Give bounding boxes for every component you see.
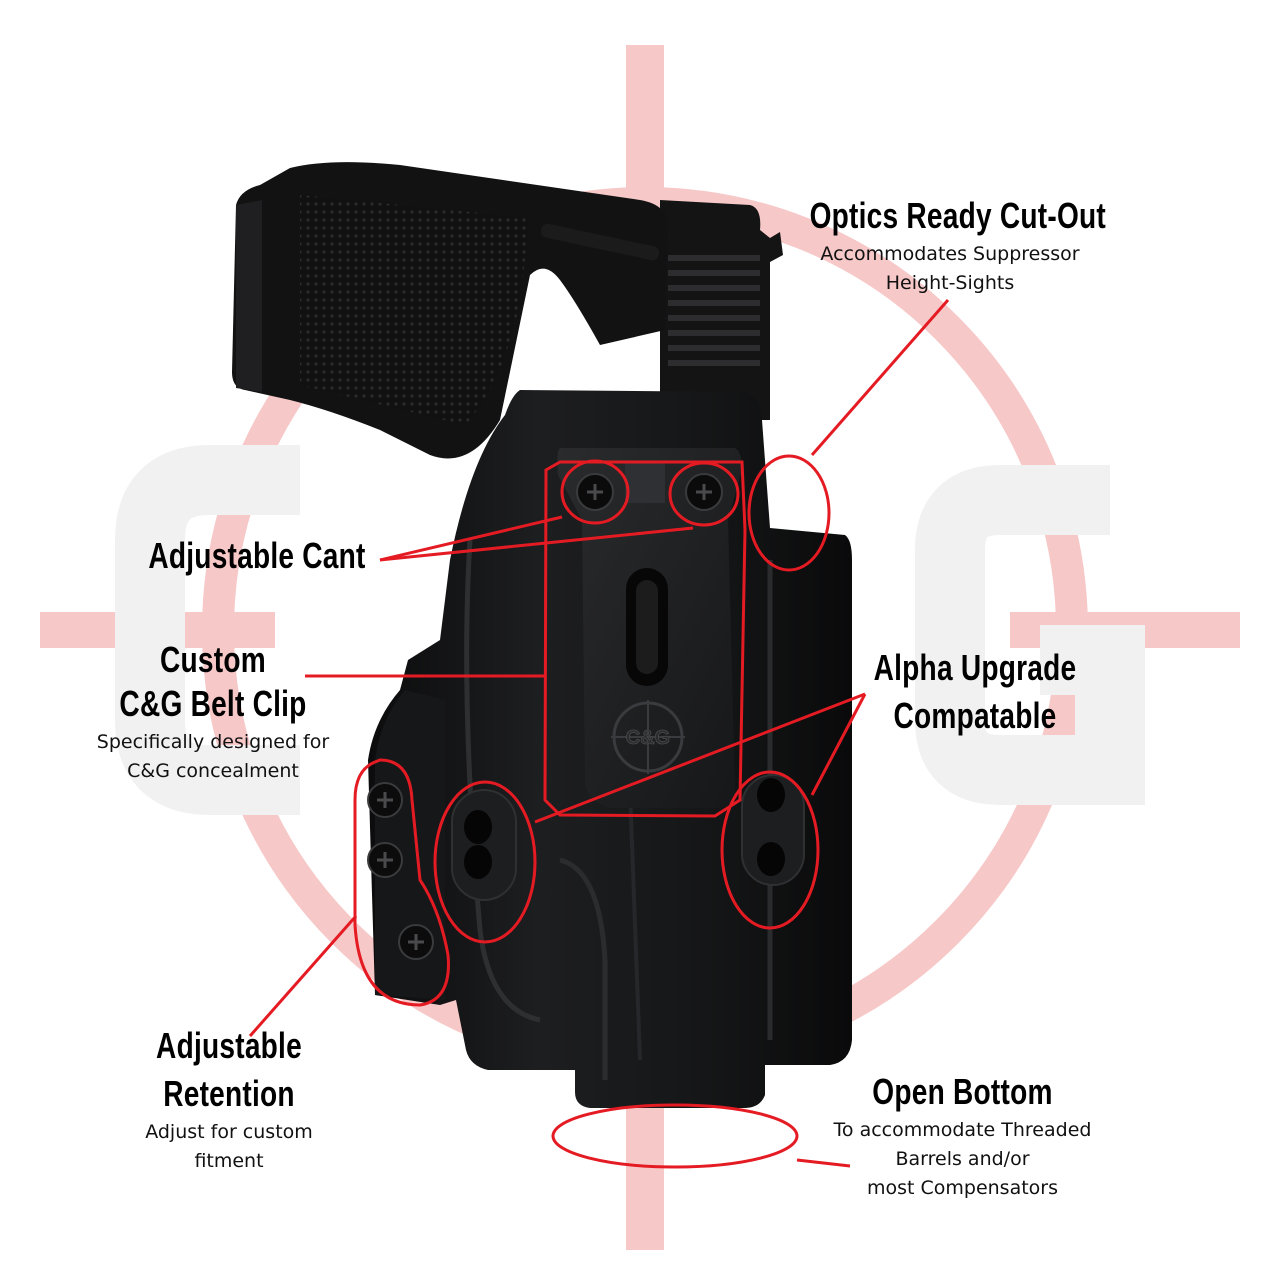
cross-icon: [377, 792, 393, 808]
clip-logo-text: C&G: [626, 727, 670, 749]
callout-title: Open Bottom: [872, 1071, 1053, 1112]
leader-cant-1: [379, 515, 563, 562]
callout-desc-line: fitment: [194, 1150, 264, 1172]
trigger-guard-edge: [540, 223, 660, 261]
alpha-mount-holes: [451, 774, 805, 901]
callout-title: Optics Ready Cut-Out: [809, 195, 1107, 236]
cross-icon: [408, 934, 424, 950]
leader-retention: [248, 915, 358, 1037]
callout-desc-line: Adjust for custom: [145, 1121, 313, 1143]
highlight-retention: [353, 758, 450, 1007]
watermark-letter-g: [915, 465, 1145, 805]
highlight-mount-left: [433, 780, 537, 944]
highlight-mount-right: [720, 770, 820, 930]
callout-optics-ready: Optics Ready Cut-Out Accommodates Suppre…: [770, 192, 1130, 298]
cross-icon: [587, 484, 603, 500]
feature-highlights: [248, 299, 950, 1169]
clip-logo-emblem: C&G: [611, 700, 685, 774]
leader-optics: [810, 299, 950, 456]
grip-texture: [300, 195, 530, 425]
callout-title: Alpha Upgrade: [873, 647, 1077, 688]
leader-alpha-1: [534, 692, 866, 824]
callout-title: Retention: [163, 1073, 295, 1114]
watermark-letter-c: [115, 445, 300, 815]
cross-icon: [377, 852, 393, 868]
retention-flange: [375, 690, 445, 1000]
callout-belt-clip: Custom C&G Belt Clip Specifically design…: [68, 636, 358, 786]
callout-desc-line: Barrels and/or: [895, 1148, 1030, 1170]
clip-badge: [625, 463, 665, 503]
mount-hole: [757, 778, 785, 812]
highlight-optics-cutout: [747, 454, 831, 572]
callout-adjustable-cant: Adjustable Cant: [112, 532, 402, 580]
slide-serrations: [668, 255, 760, 366]
mount-hole: [464, 845, 492, 879]
callout-desc-line: To accommodate Threaded: [833, 1119, 1092, 1141]
light-housing: [559, 857, 608, 1080]
callout-open-bottom: Open Bottom To accommodate Threaded Barr…: [800, 1068, 1125, 1203]
clip-slot-inner: [636, 580, 658, 674]
leader-open-bottom: [796, 1158, 851, 1168]
highlight-open-bottom: [551, 1103, 799, 1169]
callout-desc-line: most Compensators: [866, 1177, 1059, 1199]
highlight-belt-clip: [543, 460, 747, 818]
mount-hole: [464, 810, 492, 844]
mount-hole: [757, 842, 785, 876]
callout-desc-line: C&G concealment: [127, 760, 299, 782]
leader-cant-2: [379, 526, 694, 562]
callout-title: C&G Belt Clip: [119, 683, 307, 724]
callout-title: Adjustable: [156, 1025, 302, 1066]
holster-ridge-center: [628, 789, 642, 1061]
callout-title: Adjustable Cant: [148, 535, 366, 576]
pistol: [232, 162, 783, 459]
callout-alpha-upgrade: Alpha Upgrade Compatable: [830, 644, 1120, 740]
callout-desc-line: Height-Sights: [885, 272, 1015, 294]
callout-adjustable-retention: Adjustable Retention Adjust for custom f…: [84, 1022, 374, 1176]
mount-pad-left: [451, 789, 517, 901]
callout-desc-line: Accommodates Suppressor: [820, 243, 1080, 265]
cross-icon: [696, 484, 712, 500]
callout-title: Compatable: [893, 695, 1057, 736]
magazine-base: [236, 200, 262, 392]
leader-alpha-2: [810, 693, 867, 796]
callout-desc-line: Specifically designed for: [96, 731, 330, 753]
callout-title: Custom: [160, 639, 266, 680]
retention-screws: [367, 782, 434, 960]
